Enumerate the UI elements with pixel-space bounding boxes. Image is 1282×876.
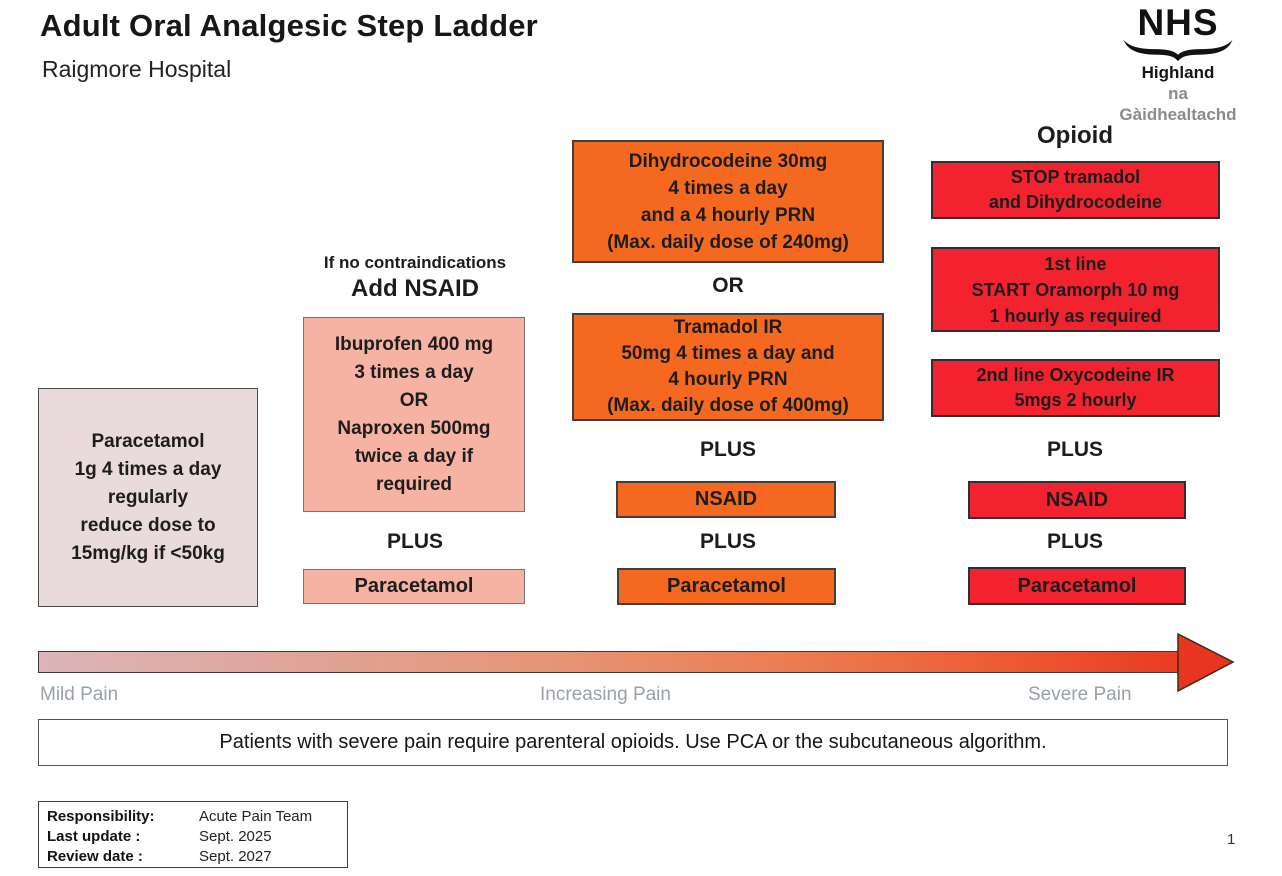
step2-plus-label: PLUS (386, 530, 443, 553)
last-update-value: Sept. 2025 (199, 828, 272, 845)
step4-stop-tramadol-box: STOP tramadol and Dihydrocodeine (931, 161, 1220, 219)
step3-nsaid-box: NSAID (616, 481, 836, 518)
increasing-pain-label: Increasing Pain (540, 684, 671, 705)
step4-opioid-heading: Opioid (1037, 122, 1113, 149)
step3-or-label: OR (712, 274, 744, 297)
nhs-logo-text: NHS (1137, 2, 1219, 43)
mild-pain-label: Mild Pain (40, 684, 119, 705)
step2-add-nsaid-heading: Add NSAID (351, 275, 479, 302)
review-date-row: Review date : Sept. 2027 (47, 847, 347, 867)
pain-gradient-arrow-body (38, 651, 1179, 673)
logo-gaelic-text: na Gàidhealtachd (1119, 84, 1237, 124)
review-date-label: Review date : (47, 848, 143, 865)
page-subtitle: Raigmore Hospital (42, 56, 232, 82)
step2-contraindications-heading: If no contraindications (323, 253, 507, 272)
step4-oramorph-box: 1st line START Oramorph 10 mg 1 hourly a… (931, 247, 1220, 332)
step3-plus-label-2: PLUS (699, 530, 756, 553)
step4-oxycodeine-box: 2nd line Oxycodeine IR 5mgs 2 hourly (931, 359, 1220, 417)
step2-nsaid-options-box: Ibuprofen 400 mg 3 times a day OR Naprox… (303, 317, 525, 512)
step4-plus-label-1: PLUS (1046, 438, 1103, 461)
responsibility-value: Acute Pain Team (199, 808, 313, 825)
page-title: Adult Oral Analgesic Step Ladder (40, 8, 538, 43)
step4-nsaid-box: NSAID (968, 481, 1186, 519)
last-update-row: Last update : Sept. 2025 (47, 827, 347, 847)
responsibility-label: Responsibility: (47, 808, 155, 825)
step3-paracetamol-box: Paracetamol (617, 568, 836, 605)
nhs-swoosh-icon (1123, 39, 1233, 62)
step3-tramadol-box: Tramadol IR 50mg 4 times a day and 4 hou… (572, 313, 884, 421)
pain-arrow-head-icon (1177, 633, 1235, 692)
responsibility-box: Responsibility: Acute Pain Team Last upd… (38, 801, 348, 868)
step1-paracetamol-box: Paracetamol 1g 4 times a day regularly r… (38, 388, 258, 607)
nhs-highland-logo: NHS Highland na Gàidhealtachd (1114, 4, 1242, 125)
step4-plus-label-2: PLUS (1046, 530, 1103, 553)
step4-paracetamol-box: Paracetamol (968, 567, 1186, 605)
step3-dihydrocodeine-box: Dihydrocodeine 30mg 4 times a day and a … (572, 140, 884, 263)
step3-plus-label-1: PLUS (699, 438, 756, 461)
severe-pain-label: Severe Pain (1028, 684, 1132, 705)
responsibility-row: Responsibility: Acute Pain Team (47, 807, 347, 827)
page-number: 1 (1227, 831, 1236, 848)
logo-region-text: Highland (1141, 63, 1215, 82)
last-update-label: Last update : (47, 828, 141, 845)
step2-paracetamol-box: Paracetamol (303, 569, 525, 604)
review-date-value: Sept. 2027 (199, 848, 272, 865)
severe-pain-note-box: Patients with severe pain require parent… (38, 719, 1228, 766)
